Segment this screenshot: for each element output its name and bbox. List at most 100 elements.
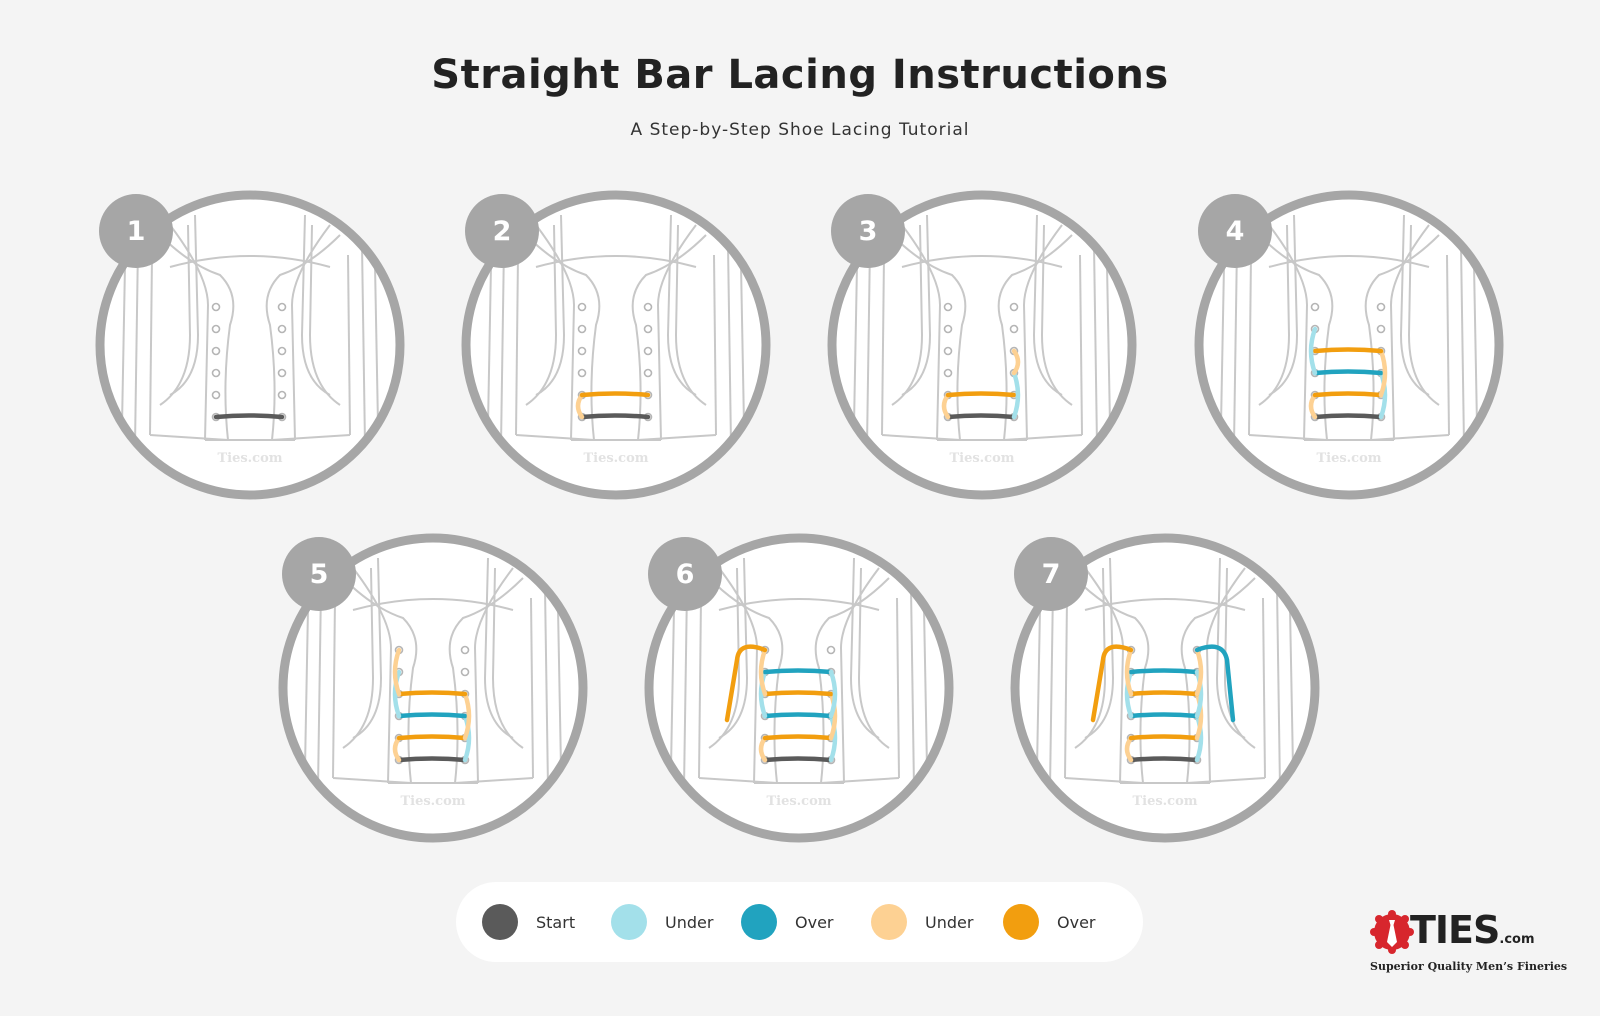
lace-segment <box>1312 413 1384 420</box>
shoe-diagram <box>1010 533 1320 843</box>
tie-logo-icon <box>1370 910 1414 954</box>
legend-swatch-over-orange <box>1003 904 1039 940</box>
step-7: Ties.com 7 <box>995 518 1335 858</box>
eyelet <box>277 324 287 334</box>
eyelet <box>943 346 953 356</box>
lace-segment <box>1312 391 1384 398</box>
step-number-badge: 3 <box>831 194 905 268</box>
laces <box>213 413 285 420</box>
laces <box>392 647 472 763</box>
lace-segment <box>1194 647 1204 697</box>
eyelet <box>826 645 836 655</box>
eyelet <box>1009 324 1019 334</box>
eyelet <box>1009 302 1019 312</box>
lace-segment <box>762 668 834 675</box>
watermark: Ties.com <box>766 794 832 809</box>
step-3: Ties.com 3 <box>812 175 1152 515</box>
eyelet <box>1310 302 1320 312</box>
lace-end <box>1194 644 1236 723</box>
brand-tagline: Superior Quality Men’s Fineries <box>1370 960 1568 973</box>
eyelet <box>211 390 221 400</box>
lace-segment <box>1124 647 1134 697</box>
legend-swatch-over-blue <box>741 904 777 940</box>
eyelet <box>643 324 653 334</box>
laces <box>1090 644 1236 763</box>
lace-segment <box>1128 734 1200 741</box>
lace-segment <box>396 734 468 741</box>
legend-swatch-under-blue <box>611 904 647 940</box>
watermark: Ties.com <box>217 451 283 466</box>
lace-end <box>724 644 768 723</box>
eyelet <box>943 324 953 334</box>
eyelet <box>577 302 587 312</box>
lace-segment <box>762 712 834 719</box>
lace-segment <box>1308 326 1318 376</box>
eyelet <box>943 368 953 378</box>
eyelet <box>211 346 221 356</box>
page-title: Straight Bar Lacing Instructions <box>431 52 1169 98</box>
lace-segment <box>1194 669 1204 719</box>
eyelet <box>277 368 287 378</box>
page-subtitle: A Step-by-Step Shoe Lacing Tutorial <box>630 120 970 140</box>
watermark: Ties.com <box>949 451 1015 466</box>
lace-end <box>1090 644 1134 723</box>
lace-segment <box>392 669 402 719</box>
watermark: Ties.com <box>400 794 466 809</box>
lace-segment <box>396 756 468 763</box>
lace-segment <box>1124 669 1134 719</box>
shoe-outline <box>121 214 379 446</box>
eyelet <box>643 346 653 356</box>
step-number-badge: 1 <box>99 194 173 268</box>
watermark: Ties.com <box>583 451 649 466</box>
legend-item-over-orange: Over <box>1003 904 1095 940</box>
eyelet <box>577 368 587 378</box>
lace-segment <box>1194 691 1204 741</box>
shoe-diagram <box>644 533 954 843</box>
shoe-diagram <box>827 190 1137 500</box>
lace-segment <box>1194 713 1204 763</box>
step-number-badge: 7 <box>1014 537 1088 611</box>
eyelet <box>577 346 587 356</box>
laces <box>575 391 651 420</box>
step-number-badge: 2 <box>465 194 539 268</box>
lace-segment <box>579 413 651 420</box>
lace-segment <box>758 669 768 719</box>
eyelet <box>460 667 470 677</box>
lace-segment <box>945 391 1017 398</box>
watermark: Ties.com <box>1132 794 1198 809</box>
step-2: Ties.com 2 <box>446 175 786 515</box>
lace-segment <box>762 690 834 697</box>
legend-label-over-blue: Over <box>795 912 834 932</box>
shoe-outline <box>304 557 562 789</box>
lace-segment <box>579 391 651 398</box>
lace-segment <box>396 712 468 719</box>
legend-label-over-orange: Over <box>1057 912 1096 932</box>
lace-segment <box>213 413 285 420</box>
step-number-badge: 4 <box>1198 194 1272 268</box>
legend-label-under-orange: Under <box>925 912 974 932</box>
step-1: Ties.com 1 <box>80 175 420 515</box>
eyelet <box>1376 302 1386 312</box>
step-number-badge: 5 <box>282 537 356 611</box>
lace-segment <box>1312 347 1384 354</box>
lace-segment <box>462 713 472 763</box>
lace-segment <box>828 691 838 741</box>
eyelet <box>211 324 221 334</box>
legend-item-under-orange: Under <box>871 904 973 940</box>
lace-segment <box>396 690 468 697</box>
lace-segment <box>392 647 402 697</box>
legend-swatch-start <box>482 904 518 940</box>
lace-segment <box>1011 348 1021 376</box>
lace-segment <box>828 713 838 763</box>
lace-segment <box>462 691 472 741</box>
legend-item-over-blue: Over <box>741 904 833 940</box>
eyelet <box>943 302 953 312</box>
lace-segment <box>1128 668 1200 675</box>
eyelet <box>1376 324 1386 334</box>
eyelet <box>211 302 221 312</box>
shoe-diagram <box>278 533 588 843</box>
brand-tld: .com <box>1499 932 1535 947</box>
lace-segment <box>1011 370 1021 420</box>
legend-swatch-under-orange <box>871 904 907 940</box>
